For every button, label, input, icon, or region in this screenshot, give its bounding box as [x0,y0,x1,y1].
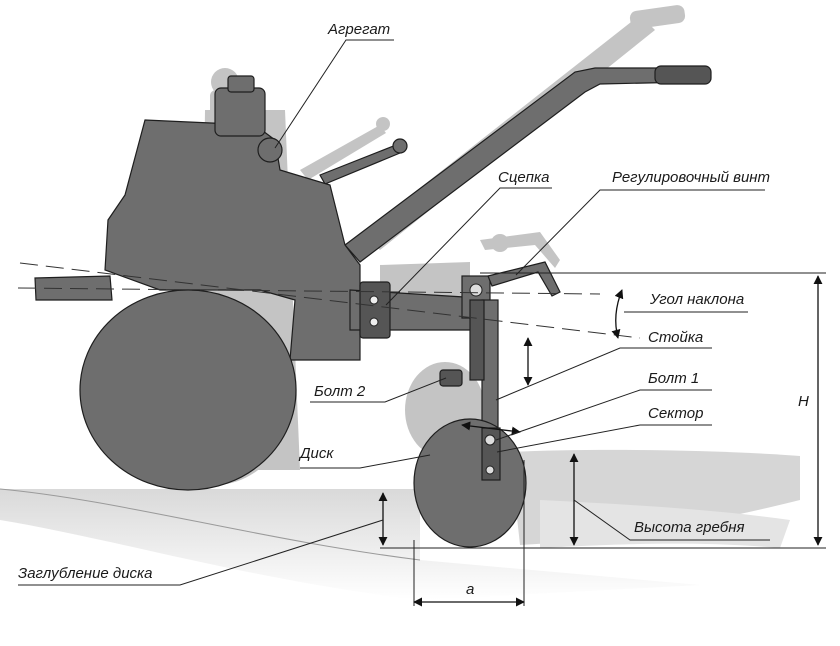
axis-lines [17,262,826,339]
drive-wheel [79,289,297,491]
dimensions [378,275,826,607]
label-bolt-1: Болт 1 [648,370,699,387]
label-sector: Сектор [648,405,703,422]
handle-grip [654,65,712,85]
label-bolt-2: Болт 2 [314,383,366,400]
labels: Агрегат Сцепка Регулировочный винт Угол … [18,21,809,598]
label-adjust-screw: Регулировочный винт [612,169,770,186]
bolt-2 [439,369,463,387]
label-hitch: Сцепка [498,169,549,186]
hitch-clamp [359,281,391,339]
machine [34,65,712,548]
label-tilt-angle: Угол наклона [649,291,744,308]
label-ridge-height: Высота гребня [634,519,745,536]
dim-sector [461,421,521,436]
label-H: H [798,393,809,410]
label-a: a [466,581,474,598]
label-aggregate: Агрегат [327,21,390,38]
label-disk: Диск [298,445,334,462]
disk [413,418,527,548]
ground [0,449,800,600]
dim-angle [611,289,624,339]
label-disk-depth: Заглубление диска [18,565,152,582]
leader-lines [18,39,770,586]
label-post: Стойка [648,329,703,346]
